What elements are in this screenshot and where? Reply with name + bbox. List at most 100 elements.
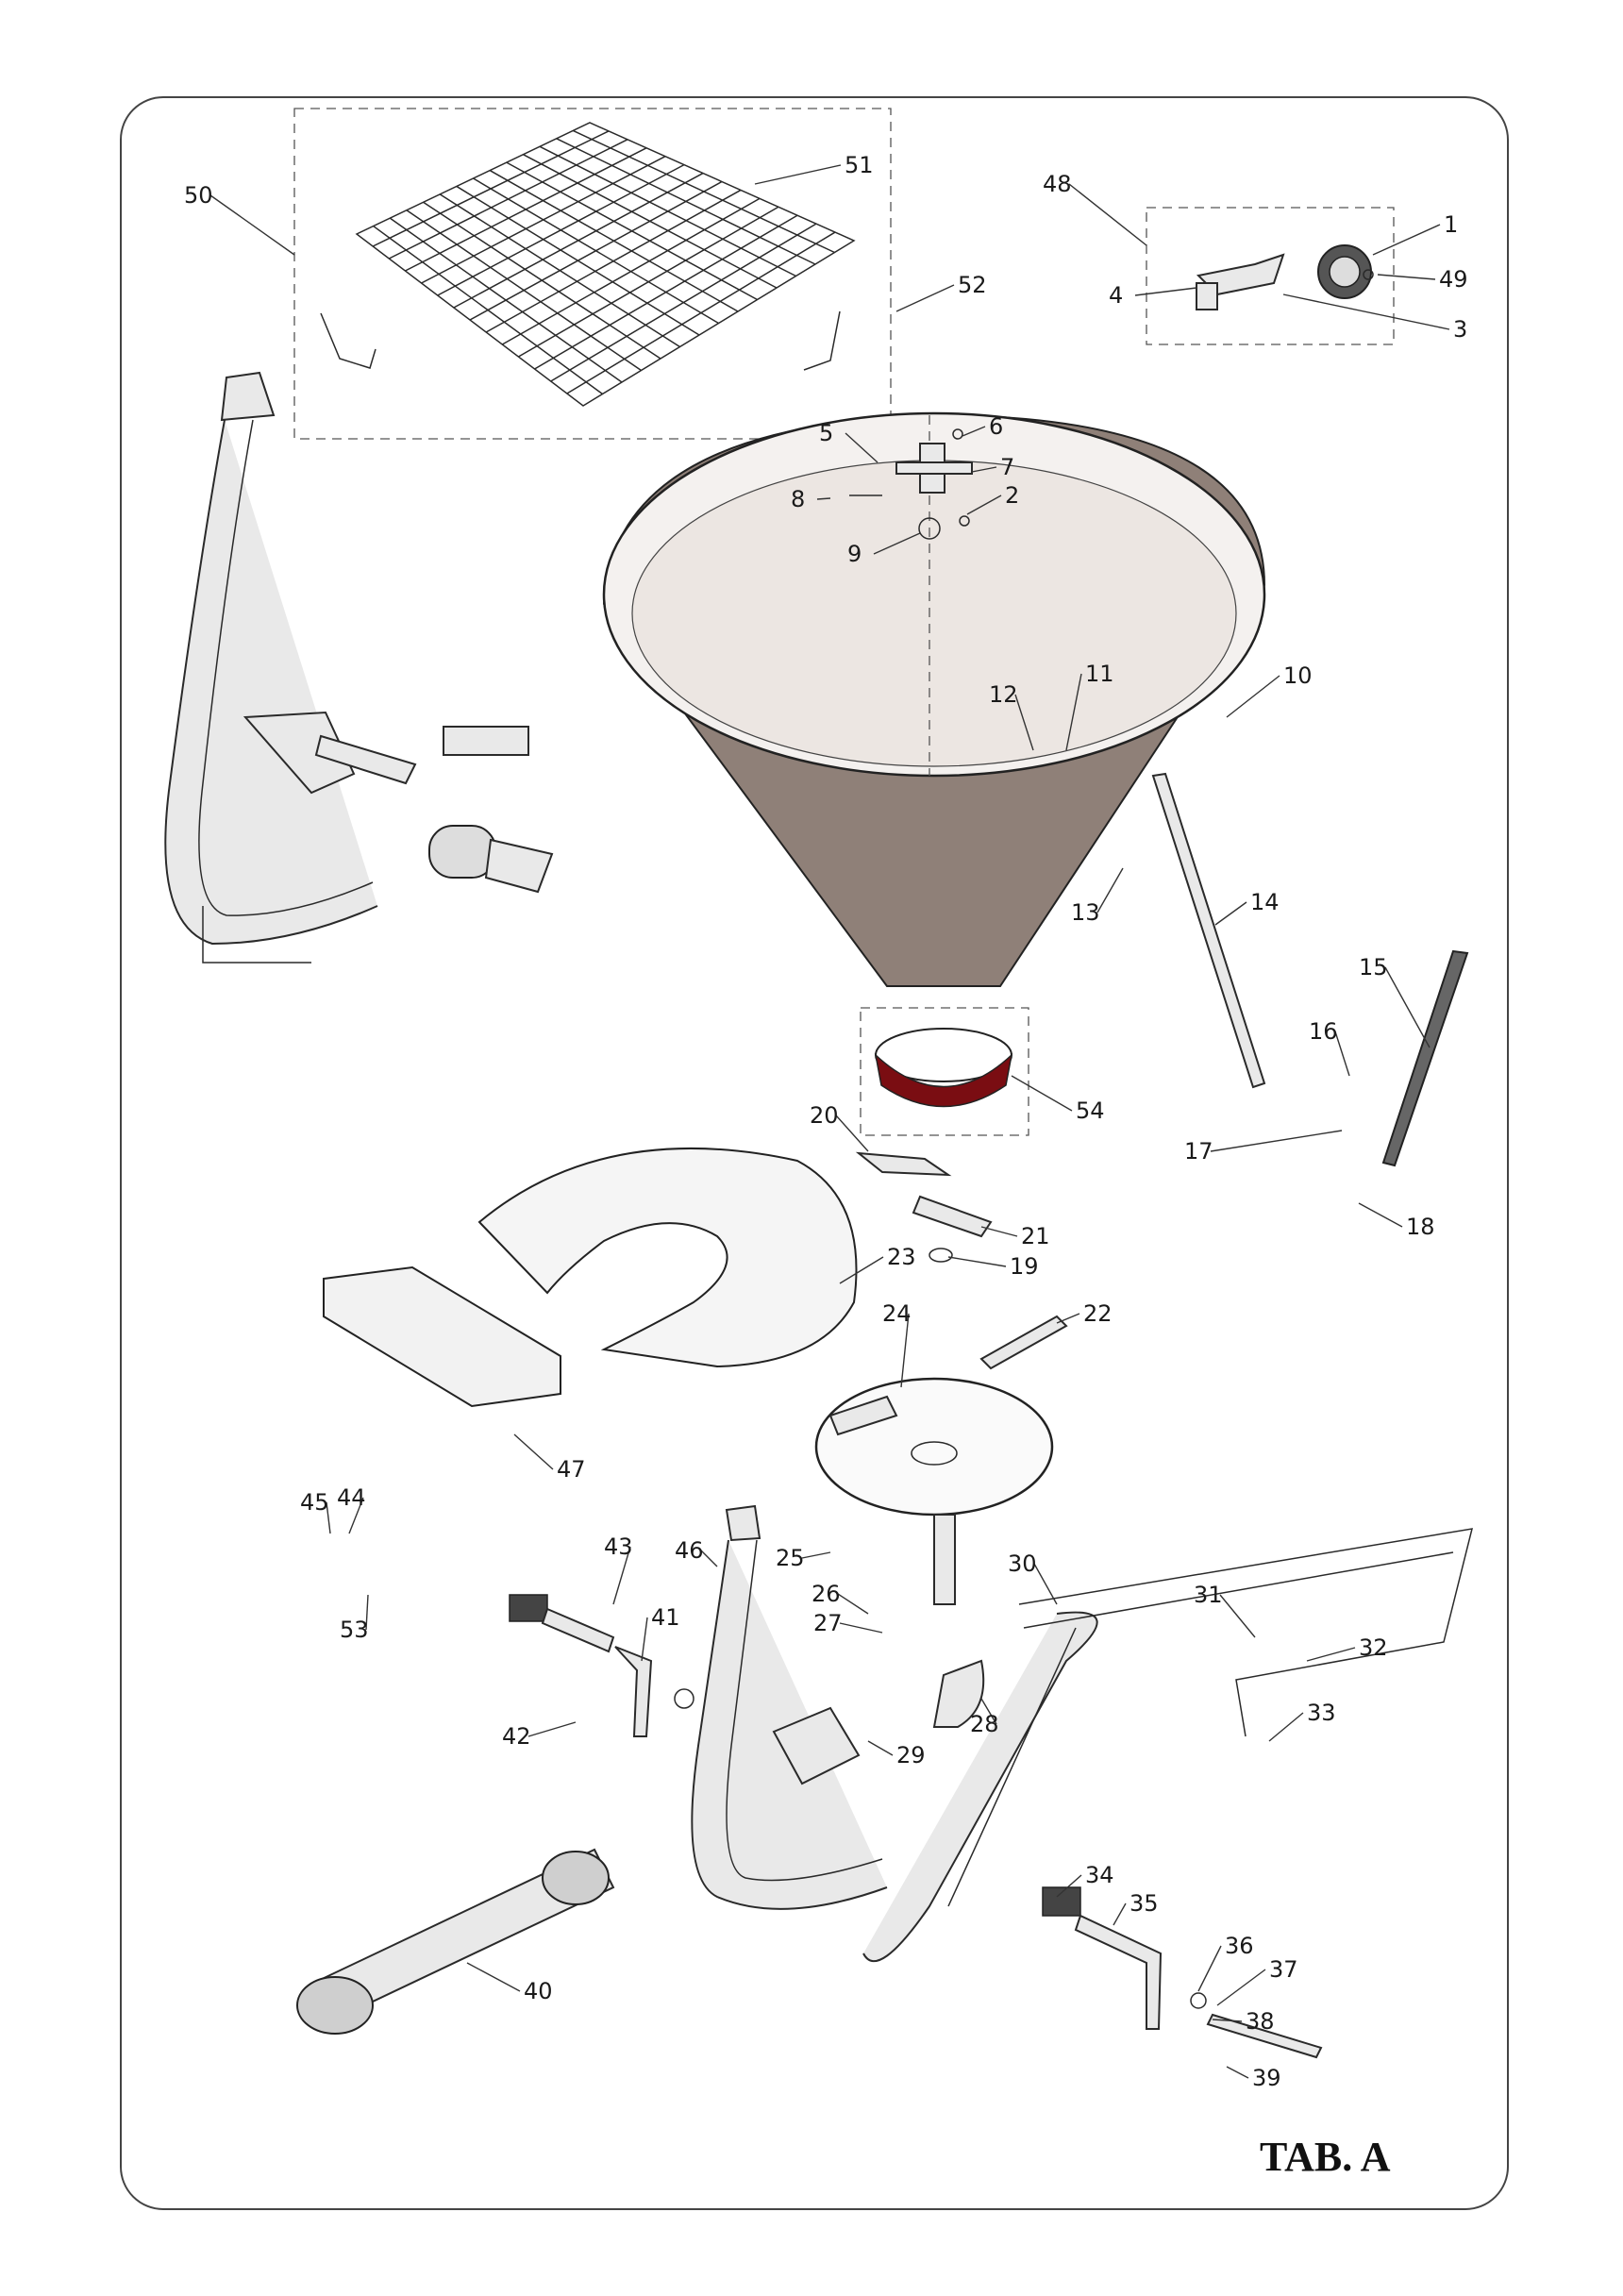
callout-leader-48 [1068,183,1147,246]
callout-label-39: 39 [1252,2065,1281,2091]
callout-leader-37 [1216,1969,1266,2006]
callout-label-15: 15 [1359,954,1388,980]
callout-leader-51 [754,164,842,185]
callout-leader-39 [1226,2066,1249,2079]
agitator-disc-part [874,1028,1013,1108]
wheel-assembly-part [1196,244,1374,310]
callout-label-17: 17 [1184,1138,1213,1165]
callout-leader-42 [527,1721,577,1737]
brace-parts [1151,772,1469,1167]
callout-leader-30 [1033,1563,1058,1605]
callout-label-11: 11 [1085,661,1114,687]
deflector-plate-part [477,1147,858,1368]
callout-label-44: 44 [337,1484,366,1511]
callout-leader-32 [1306,1647,1356,1662]
callout-label-19: 19 [1010,1253,1039,1280]
mesh-grid-part [320,122,856,407]
callout-leader-46 [700,1550,718,1567]
callout-leader-49 [1377,274,1436,280]
callout-leader-50 [209,194,295,256]
callout-leader-29 [867,1740,894,1756]
top-bracket-parts [849,428,973,540]
pto-shaft-part [296,1848,615,2035]
callout-leader-36 [1197,1945,1222,1992]
callout-label-3: 3 [1453,316,1467,343]
callout-leader-14 [1214,901,1247,926]
callout-leader-45 [326,1501,331,1534]
callout-label-36: 36 [1225,1933,1254,1959]
callout-label-23: 23 [887,1244,916,1270]
callout-leader-21 [980,1226,1018,1237]
callout-label-52: 52 [958,272,987,298]
callout-label-50: 50 [184,182,213,209]
callout-label-4: 4 [1109,282,1123,309]
callout-leader-16 [1334,1031,1350,1077]
callout-label-26: 26 [812,1581,841,1607]
tab-title: TAB. A [1260,2134,1391,2180]
callout-leader-22 [1056,1313,1080,1324]
callout-leader-18 [1358,1202,1403,1228]
callout-label-2: 2 [1005,482,1019,509]
callout-label-24: 24 [882,1300,912,1327]
callout-leader-44 [348,1497,364,1534]
callout-label-7: 7 [1000,454,1014,480]
callout-leader-26 [837,1593,869,1615]
callout-leader-41 [641,1617,648,1662]
callout-label-30: 30 [1008,1550,1037,1577]
callout-leader-40 [466,1962,521,1992]
callout-leader-8 [816,497,831,500]
callout-label-31: 31 [1194,1582,1223,1608]
callout-leader-23 [839,1256,884,1284]
callout-label-18: 18 [1406,1214,1435,1240]
callout-leader-2 [966,494,1002,515]
callout-leader-20 [835,1114,869,1152]
callout-label-28: 28 [970,1711,999,1737]
callout-label-45: 45 [300,1489,329,1516]
callout-label-25: 25 [776,1545,805,1571]
callout-leader-24 [900,1313,910,1388]
callout-label-47: 47 [557,1456,586,1483]
callout-leader-10 [1226,675,1280,718]
callout-leader-27 [839,1622,883,1634]
guard-plate-part [323,1265,561,1408]
callout-leader-25 [801,1551,831,1559]
plate-parts [855,1151,993,1263]
callout-label-6: 6 [989,413,1003,440]
callout-leader-38 [1212,2019,1243,2022]
callout-leader-4 [1134,287,1197,296]
callout-leader-35 [1113,1902,1127,1926]
callout-label-54: 54 [1076,1098,1105,1124]
vane-part [979,1315,1068,1370]
callout-label-21: 21 [1021,1223,1050,1249]
callout-label-40: 40 [524,1978,553,2004]
callout-label-8: 8 [791,486,805,512]
callout-label-14: 14 [1250,889,1280,915]
callout-label-51: 51 [845,152,874,178]
callout-leader-15 [1384,966,1431,1048]
disc-group-box [860,1007,1029,1136]
callout-label-20: 20 [810,1102,839,1129]
callout-leader-54 [1011,1075,1073,1112]
callout-leader-1 [1372,224,1441,256]
callout-leader-31 [1219,1594,1256,1638]
callout-leader-13 [1096,867,1124,913]
callout-label-43: 43 [604,1533,633,1560]
callout-label-48: 48 [1043,171,1072,197]
callout-leader-19 [947,1256,1007,1267]
callout-leader-lines [209,164,1450,2079]
callout-label-33: 33 [1307,1700,1336,1726]
hopper-cone-part [602,411,1266,987]
callout-label-34: 34 [1085,1862,1114,1888]
callout-label-16: 16 [1309,1018,1338,1045]
callout-label-10: 10 [1283,662,1313,689]
callout-label-1: 1 [1444,211,1458,238]
callout-label-13: 13 [1071,899,1100,926]
callout-leader-7 [971,466,997,473]
callout-label-49: 49 [1439,266,1468,293]
assembled-frame-view [164,371,554,964]
callout-leader-43 [612,1546,631,1605]
callout-leader-28 [980,1698,997,1725]
callout-leader-9 [873,532,921,555]
